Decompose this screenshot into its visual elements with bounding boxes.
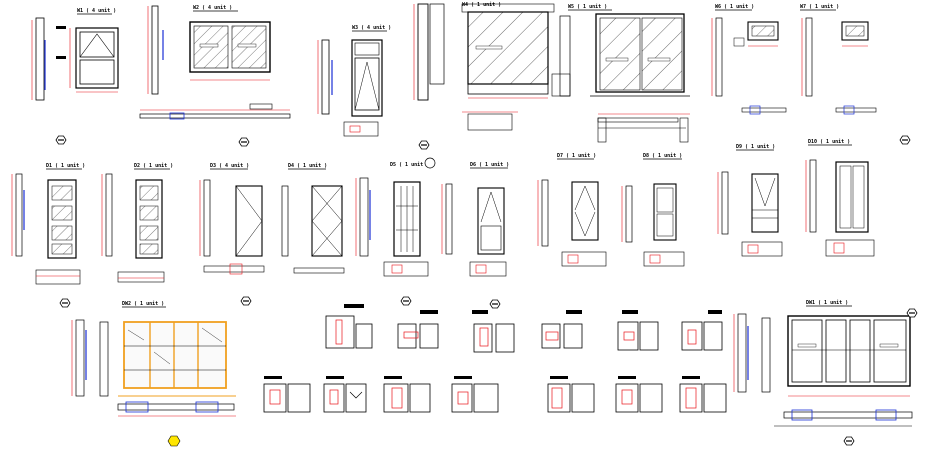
w7-title: W7 ( 1 unit ) — [800, 4, 839, 10]
detail-box — [681, 310, 723, 351]
section-marker-icon — [843, 436, 855, 446]
detail-box — [263, 376, 311, 413]
door-d2-drawing: D2 ( 1 unit ) — [101, 163, 173, 283]
window-w7-drawing: W7 ( 1 unit ) — [800, 4, 877, 115]
section-marker-icon — [400, 296, 412, 306]
d8-title: D8 ( 1 unit ) — [643, 153, 682, 159]
detail-box — [451, 376, 499, 413]
w5-title: W5 ( 1 unit ) — [568, 4, 607, 10]
window-w1-drawing: W1 ( 4 unit ) — [31, 8, 119, 101]
circle-symbol-icon — [424, 157, 436, 169]
d1-title: D1 ( 1 unit ) — [46, 163, 85, 169]
w3-title: W3 ( 4 unit ) — [352, 25, 391, 31]
detail-box — [547, 376, 595, 413]
w2-title: W2 ( 4 unit ) — [193, 5, 232, 11]
w1-title: W1 ( 4 unit ) — [77, 8, 116, 14]
dw1-title: DW1 ( 1 unit ) — [806, 300, 848, 306]
detail-box — [325, 304, 373, 349]
door-d6-drawing: D6 ( 1 unit ) — [441, 162, 509, 277]
detail-box — [323, 376, 367, 413]
door-d4-drawing: D4 ( 1 unit ) — [281, 163, 345, 274]
section-marker-icon — [906, 308, 918, 318]
door-window-dw2-drawing: DW2 ( 1 unit ) — [71, 301, 236, 417]
d6-title: D6 ( 1 unit ) — [470, 162, 509, 168]
sill-detail — [597, 117, 689, 143]
window-w4-drawing: W4 ( 1 unit ) — [413, 2, 571, 131]
window-w3-drawing: W3 ( 4 unit ) — [317, 25, 391, 137]
detail-box — [541, 310, 583, 349]
d5-title: D5 ( 1 unit ) — [390, 162, 429, 168]
window-w5-drawing: W5 ( 1 unit ) — [559, 4, 690, 123]
section-marker-icon — [418, 140, 430, 150]
detail-box — [679, 376, 727, 413]
door-d1-drawing: D1 ( 1 unit ) — [11, 163, 85, 285]
section-marker-icon — [489, 299, 501, 309]
section-marker-icon — [55, 135, 67, 145]
door-d9-drawing: D9 ( 1 unit ) — [717, 144, 783, 257]
section-marker-icon — [899, 135, 911, 145]
w6-title: W6 ( 1 unit ) — [715, 4, 754, 10]
section-details-grid — [263, 304, 727, 413]
door-d10-drawing: D10 ( 1 unit ) — [805, 139, 875, 257]
d9-title: D9 ( 1 unit ) — [736, 144, 775, 150]
window-w6-drawing: W6 ( 1 unit ) — [711, 4, 787, 115]
detail-box — [397, 310, 439, 349]
detail-box — [615, 376, 663, 413]
w4-title: W4 ( 1 unit ) — [462, 2, 501, 8]
d10-title: D10 ( 1 unit ) — [808, 139, 850, 145]
d4-title: D4 ( 1 unit ) — [288, 163, 327, 169]
detail-box — [383, 376, 431, 413]
detail-box — [472, 310, 515, 353]
d7-title: D7 ( 1 unit ) — [557, 153, 596, 159]
d2-title: D2 ( 1 unit ) — [134, 163, 173, 169]
section-marker-icon — [59, 298, 71, 308]
door-d8-drawing: D8 ( 1 unit ) — [621, 153, 685, 267]
section-marker-icon — [240, 296, 252, 306]
hexagon-marker-icon — [167, 435, 181, 447]
door-window-dw1-drawing: DW1 ( 1 unit ) — [733, 300, 913, 427]
section-marker-icon — [238, 137, 250, 147]
door-d3-drawing: D3 ( 4 unit ) — [199, 163, 265, 275]
door-d7-drawing: D7 ( 1 unit ) — [537, 153, 607, 267]
d3-title: D3 ( 4 unit ) — [210, 163, 249, 169]
door-d5-drawing: D5 ( 1 unit ) — [355, 157, 436, 277]
dw2-title: DW2 ( 1 unit ) — [122, 301, 164, 307]
window-w2-drawing: W2 ( 4 unit ) — [139, 5, 291, 120]
detail-box — [617, 310, 659, 351]
